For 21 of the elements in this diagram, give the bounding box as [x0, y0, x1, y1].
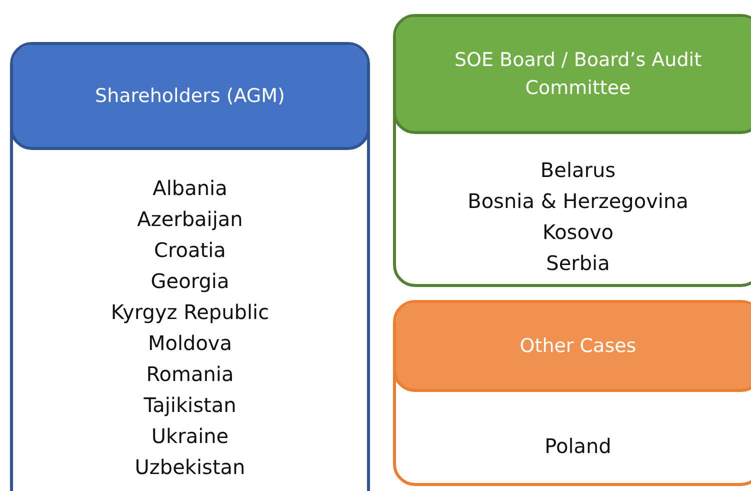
category-card — [393, 300, 751, 486]
country-name: Croatia — [154, 237, 226, 264]
country-name: Georgia — [150, 268, 230, 295]
header-title: SOE Board / Board’s Audit Committee — [453, 48, 703, 101]
country-name: Bosnia & Herzegovina — [468, 188, 688, 215]
country-name: Kyrgyz Republic — [110, 299, 270, 326]
header-title: Other Cases — [520, 334, 636, 359]
country-name: Azerbaijan — [137, 206, 243, 233]
country-name: Uzbekistan — [134, 454, 246, 481]
category-card — [10, 42, 370, 491]
header-title: Shareholders (AGM) — [95, 84, 285, 109]
country-name: Serbia — [546, 250, 610, 277]
country-name: Romania — [146, 361, 234, 388]
country-name: Belarus — [540, 157, 616, 184]
country-name: Tajikistan — [144, 392, 236, 419]
category-card — [393, 14, 751, 287]
country-name: Albania — [152, 175, 228, 202]
country-name: Ukraine — [151, 423, 229, 450]
country-name: Kosovo — [542, 219, 614, 246]
country-name: Moldova — [148, 330, 232, 357]
country-name: Poland — [544, 433, 612, 460]
